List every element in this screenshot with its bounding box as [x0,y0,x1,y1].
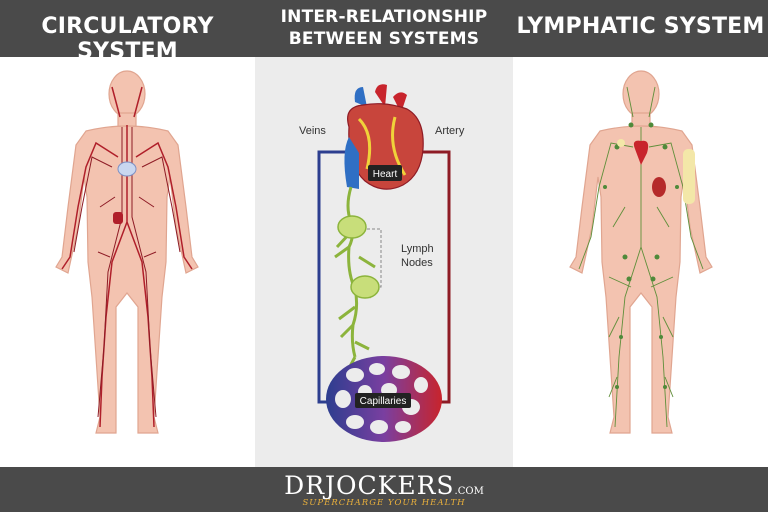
artery-label: Artery [435,125,465,137]
circulatory-panel [0,57,255,467]
body-silhouette [55,70,199,434]
inter-relationship-title-line1: INTER-RELATIONSHIP [280,7,488,27]
circulatory-system-title: CIRCULATORY SYSTEM [41,14,214,64]
lymphatic-system-title: LYMPHATIC SYSTEM [516,14,765,39]
lymph-node-lower [350,275,380,299]
tonsil-organ [617,139,625,147]
lymph-nodes-label-line2: Nodes [401,257,433,269]
brand-suffix: .COM [454,486,484,497]
lymph-vessels [578,86,704,428]
inter-relationship-panel: Veins Artery Heart Lymph Nodes [255,57,513,467]
thymus-organ [683,149,695,204]
brand-tagline: SUPERCHARGE YOUR HEALTH [302,498,466,508]
brand-name: DRJOCKERS [284,471,455,500]
heart-label: Heart [373,169,398,180]
artery-line [415,150,451,404]
veins-label: Veins [299,125,326,137]
lymph-bracket [367,228,382,288]
inter-relationship-diagram: Veins Artery Heart Lymph Nodes [299,84,465,442]
spleen-organ [652,177,666,197]
capillary-bed: Capillaries [326,356,442,442]
circulatory-body-illustration [55,70,199,434]
lymph-nodes-label-line1: Lymph [401,243,434,255]
footer-bar: DRJOCKERS.COM SUPERCHARGE YOUR HEALTH [0,467,768,512]
lymph-node-upper [337,215,367,239]
lymph-nodes [603,122,679,389]
circulatory-heart [117,161,137,177]
kidney-shape [113,212,123,224]
drjockers-logo: DRJOCKERS.COM [0,471,768,500]
vein-line [317,150,353,404]
lymphatic-panel [513,57,768,467]
lymph-heart-organ [633,140,649,165]
inter-relationship-title: INTER-RELATIONSHIP BETWEEN SYSTEMS [255,6,513,50]
lymphatic-body-illustration [569,70,713,434]
heart-illustration: Heart [344,84,424,190]
header-bar: CIRCULATORY SYSTEM INTER-RELATIONSHIP BE… [0,0,768,64]
capillaries-label: Capillaries [360,396,407,407]
body-silhouette [569,70,713,434]
inter-relationship-title-line2: BETWEEN SYSTEMS [288,29,480,49]
veins [73,127,181,418]
